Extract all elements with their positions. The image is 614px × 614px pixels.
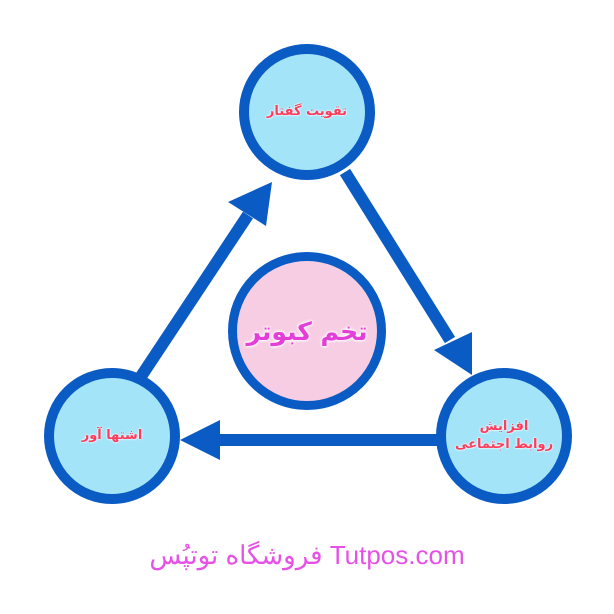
arrow-left-to-top bbox=[134, 211, 254, 382]
node-speech-label: تقویت گفتار bbox=[266, 103, 348, 119]
footer-brand: فروشگاه توتپُس Tutpos.com bbox=[149, 540, 465, 570]
arrow-top-to-right bbox=[339, 168, 456, 344]
node-appetite-label: اشتها آور bbox=[81, 427, 143, 443]
arrowhead-top bbox=[228, 182, 272, 226]
arrowhead-right bbox=[434, 332, 472, 375]
node-speech: تقویت گفتار bbox=[239, 44, 375, 180]
arrowhead-left bbox=[180, 420, 220, 460]
node-social-line2: روابط اجتماعی bbox=[454, 437, 554, 452]
node-appetite: اشتها آور bbox=[44, 368, 180, 504]
center-node: تخم کبوتر bbox=[228, 252, 386, 410]
node-social-line1: افزایش bbox=[479, 418, 529, 434]
center-label: تخم کبوتر bbox=[246, 316, 368, 346]
node-social: افزایش روابط اجتماعی bbox=[436, 368, 572, 504]
